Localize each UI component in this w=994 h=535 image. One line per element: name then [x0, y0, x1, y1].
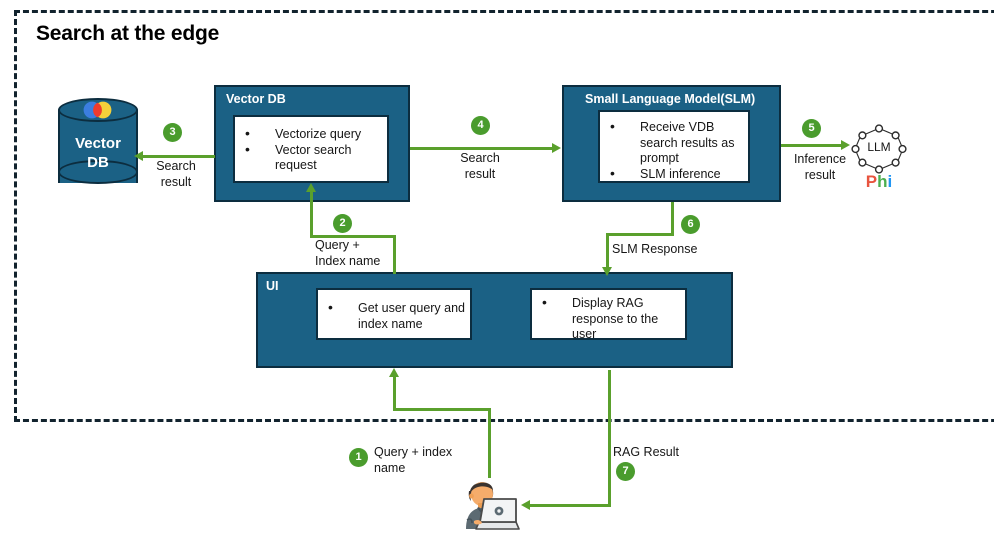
vector-db-task-card: Vectorize query Vector search request	[233, 115, 389, 183]
flow-2-seg-up-from-ui	[393, 235, 396, 274]
flow-6-seg-left	[606, 233, 673, 236]
step-badge-6: 6	[681, 215, 700, 234]
ui-input-card: Get user query and index name	[316, 288, 472, 340]
flow-1-seg-up-to-ui	[393, 375, 396, 410]
flow-4-line	[410, 147, 554, 150]
cylinder-top	[58, 98, 138, 122]
flow-3-arrowhead	[134, 151, 143, 161]
ui-input-bullet-list: Get user query and index name	[318, 300, 470, 332]
flow-2-label: Query + Index name	[315, 238, 381, 268]
flow-5-label: Inference result	[793, 152, 847, 182]
step-badge-3: 3	[163, 123, 182, 142]
vector-db-box-title: Vector DB	[226, 92, 286, 106]
ui-output-card: Display RAG response to the user	[530, 288, 687, 343]
flow-6-seg-down-from-slm	[671, 202, 674, 236]
step-badge-2: 2	[333, 214, 352, 233]
flow-6-arrowhead	[602, 267, 612, 276]
list-item: Vector search request	[235, 142, 387, 174]
ui-box-title: UI	[266, 279, 279, 293]
page-title: Search at the edge	[36, 22, 220, 45]
flow-4-label: Search result	[460, 151, 500, 181]
list-item: Receive VDB search results as prompt	[600, 119, 748, 167]
ui-output-bullet-list: Display RAG response to the user	[532, 295, 685, 343]
step-badge-1: 1	[349, 448, 368, 467]
flow-5-arrowhead	[841, 140, 850, 150]
step-badge-4: 4	[471, 116, 490, 135]
flow-1-seg-up-from-user	[488, 410, 491, 478]
phi-letter-p: P	[865, 172, 878, 191]
phi-brand-label: Phi	[851, 172, 907, 192]
flow-6-label: SLM Response	[612, 242, 698, 256]
list-item: Vectorize query	[235, 126, 387, 143]
step-badge-7: 7	[616, 462, 635, 481]
llm-model-icon: LLM	[851, 124, 907, 174]
end-user-icon	[458, 472, 520, 530]
llm-label: LLM	[867, 140, 891, 154]
slm-task-card: Receive VDB search results as prompt SLM…	[598, 110, 750, 183]
flow-1-label: Query + index name	[374, 445, 453, 475]
flow-4-arrowhead	[552, 143, 561, 153]
flow-2-seg-left	[310, 235, 395, 238]
vector-db-bullet-list: Vectorize query Vector search request	[235, 126, 387, 174]
elastic-logo-icon	[83, 101, 112, 119]
flow-6-seg-down-to-ui	[606, 233, 609, 269]
flow-7-label: RAG Result	[613, 445, 679, 459]
flow-1-arrowhead	[389, 368, 399, 377]
flow-7-arrowhead	[521, 500, 530, 510]
flow-2-seg-up-to-vdb	[310, 190, 313, 236]
slm-box-title: Small Language Model(SLM)	[585, 92, 756, 106]
edge-boundary	[14, 10, 994, 422]
list-item: Get user query and index name	[318, 300, 470, 332]
phi-letter-h: h	[877, 172, 888, 191]
flow-3-label: Search result	[156, 159, 196, 189]
slm-bullet-list: Receive VDB search results as prompt SLM…	[600, 119, 748, 183]
list-item: Display RAG response to the user	[532, 295, 685, 343]
flow-7-seg-down-from-ui	[608, 370, 611, 506]
step-badge-5: 5	[802, 119, 821, 138]
flow-7-seg-left	[528, 504, 611, 507]
phi-letter-i: i	[887, 172, 893, 191]
flow-1-seg-left	[393, 408, 491, 411]
person-with-laptop-icon	[466, 482, 520, 530]
flow-5-line	[781, 144, 843, 147]
flow-3-line	[140, 155, 215, 158]
cylinder-bottom	[58, 160, 138, 184]
flow-2-arrowhead	[306, 183, 316, 192]
llm-node-ring-icon	[851, 124, 907, 174]
list-item: SLM inference	[600, 166, 748, 183]
